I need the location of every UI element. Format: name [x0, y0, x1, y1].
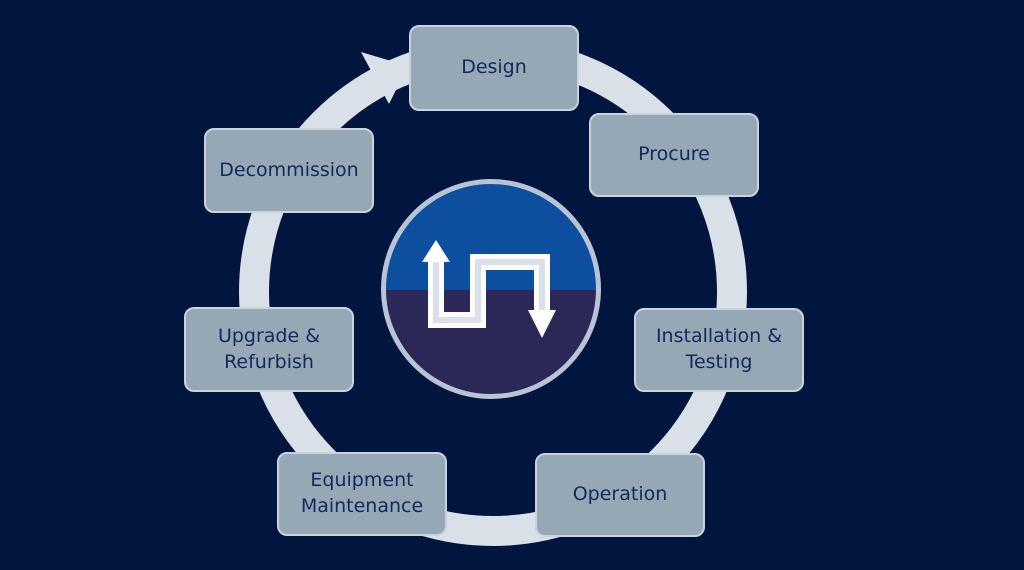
stage-installation-testing: Installation & Testing — [634, 308, 804, 392]
stage-operation: Operation — [535, 453, 705, 537]
stage-procure: Procure — [589, 113, 759, 197]
stage-design: Design — [409, 25, 579, 111]
cycle-arrows-icon — [381, 179, 601, 399]
cycle-arrow-head-icon — [361, 52, 408, 104]
stage-upgrade-refurbish: Upgrade & Refurbish — [184, 307, 354, 392]
stage-equipment-maintenance: Equipment Maintenance — [277, 452, 447, 536]
stage-decommission: Decommission — [204, 128, 374, 213]
